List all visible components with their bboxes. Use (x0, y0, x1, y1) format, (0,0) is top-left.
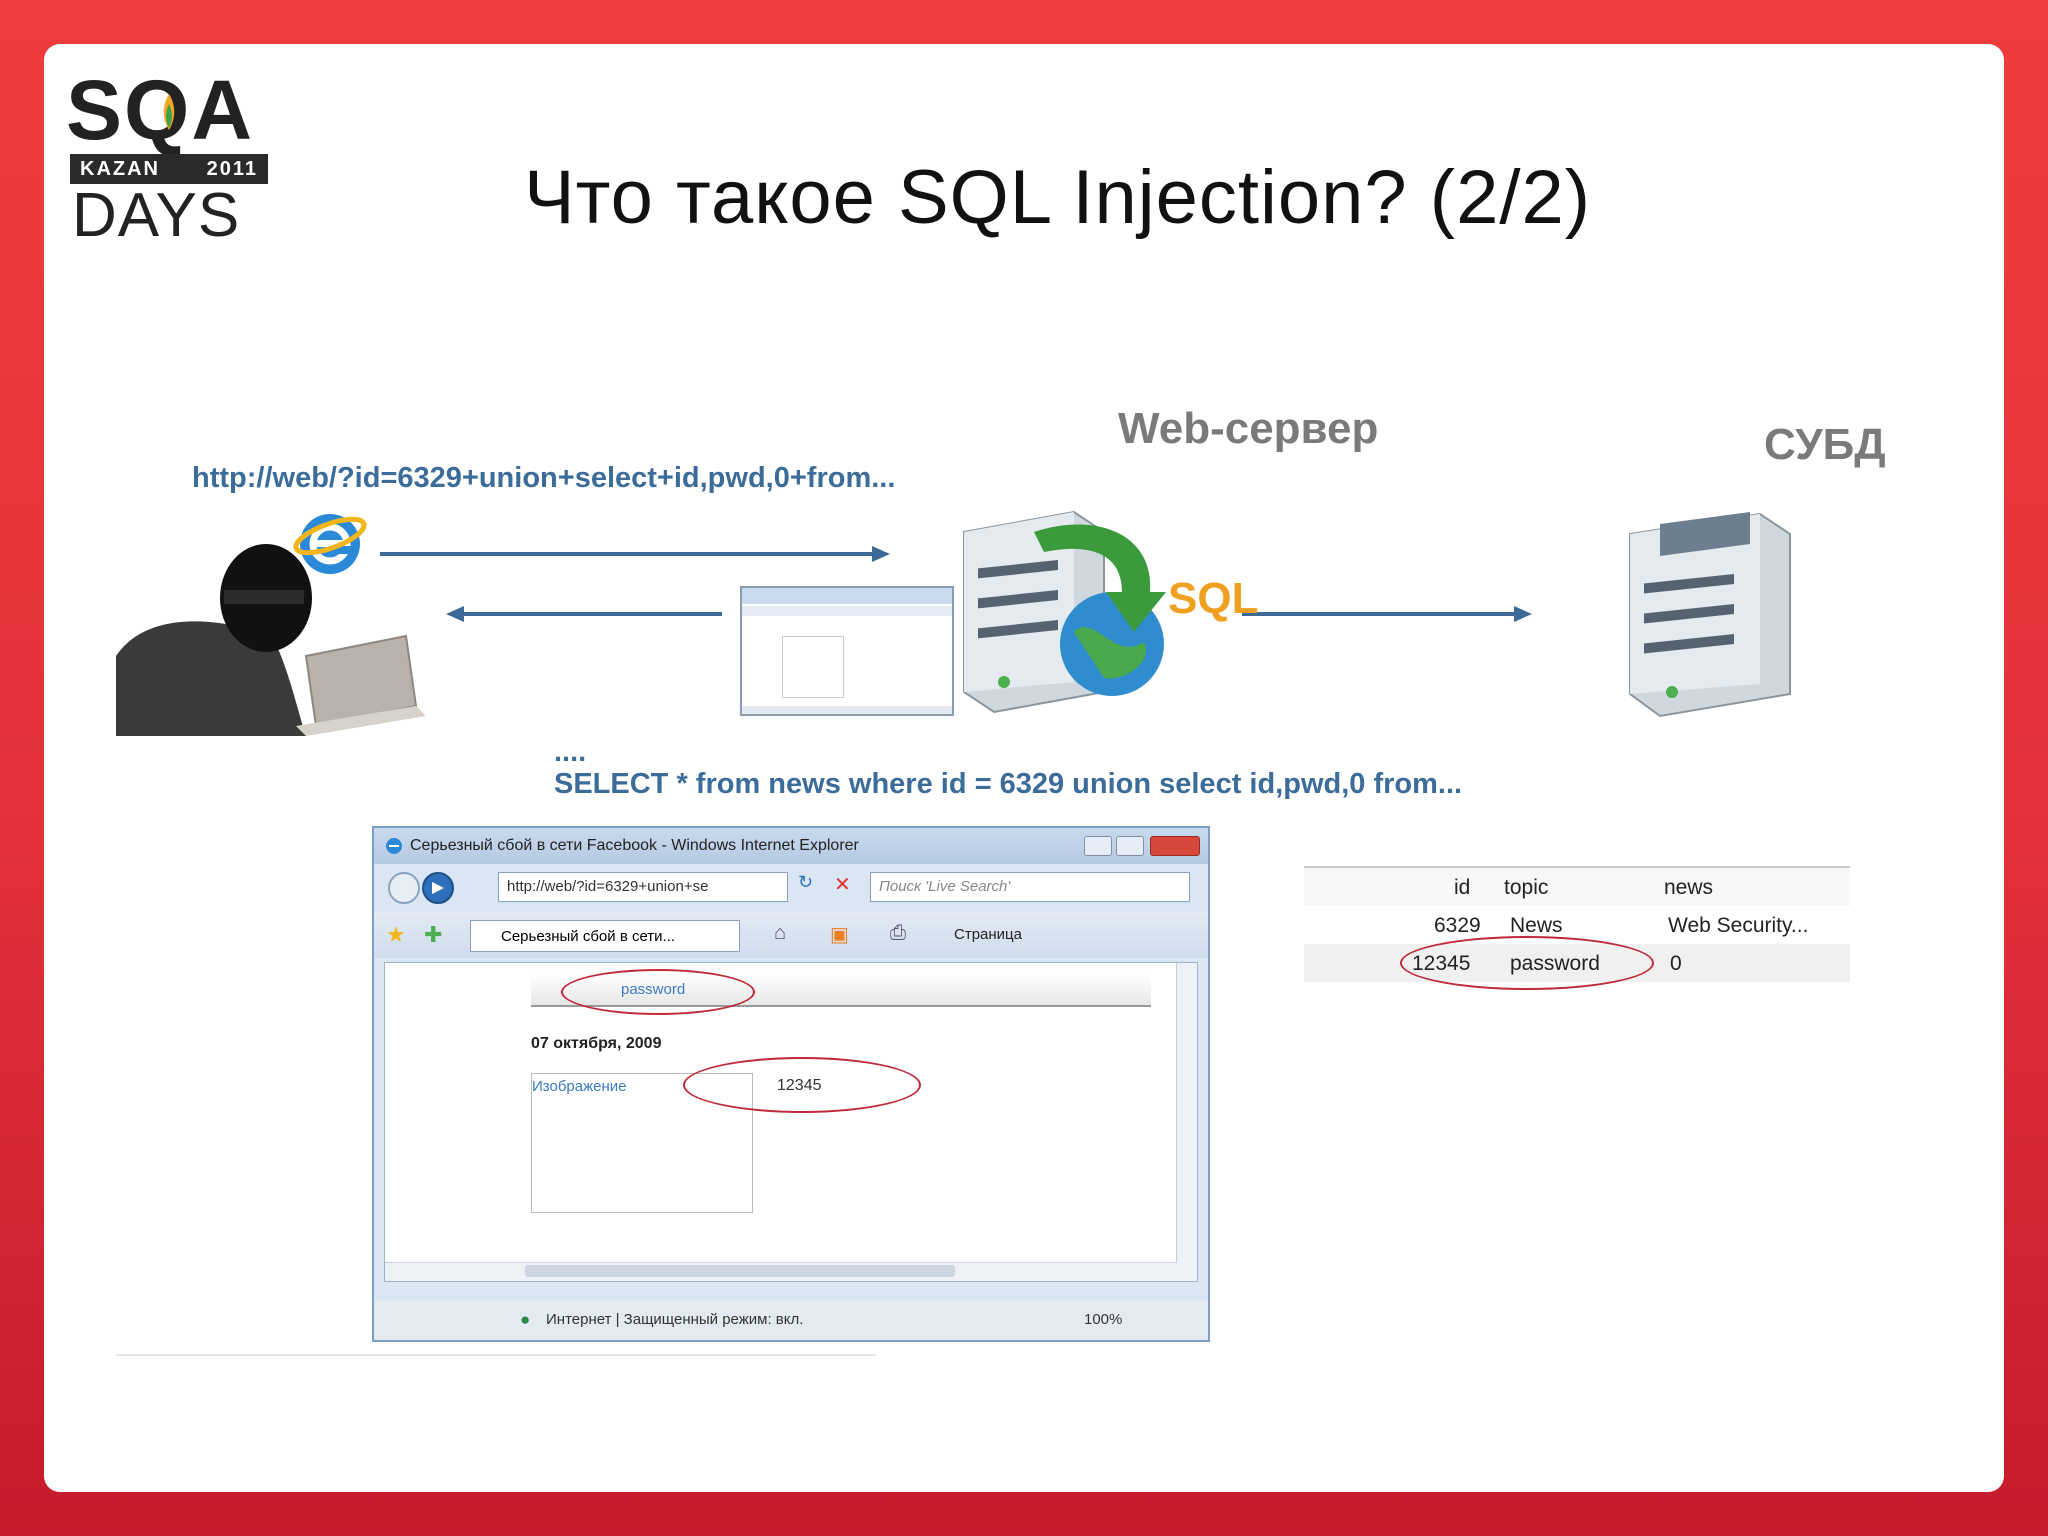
browser-titlebar: Серьезный сбой в сети Facebook - Windows… (374, 828, 1208, 864)
cell-news: 0 (1670, 952, 1682, 975)
sql-query-text: SELECT * from news where id = 6329 union… (554, 768, 1463, 800)
browser-title: Серьезный сбой в сети Facebook - Windows… (410, 837, 859, 854)
header-topic: topic (1504, 876, 1549, 899)
cell-news: Web Security... (1668, 914, 1809, 937)
sql-label: SQL (1168, 574, 1259, 623)
logo-days-text: DAYS (72, 181, 241, 250)
image-placeholder: Изображение (531, 1073, 753, 1213)
refresh-icon[interactable]: ↻ (798, 872, 814, 892)
highlight-circle-heading (561, 969, 755, 1015)
flow-arrows (380, 546, 1532, 622)
page-date: 07 октября, 2009 (531, 1035, 662, 1052)
logo-city: KAZAN (80, 157, 160, 180)
response-arrow (446, 606, 722, 622)
header-news: news (1664, 876, 1714, 899)
highlight-circle-value (683, 1057, 921, 1113)
cell-topic: News (1510, 914, 1563, 937)
maximize-button[interactable] (1116, 836, 1144, 856)
dbms-server-icon (1629, 512, 1791, 718)
close-button[interactable] (1150, 836, 1200, 856)
response-page-thumbnail (740, 586, 954, 716)
vertical-scrollbar[interactable] (1176, 963, 1197, 1281)
browser-window: Серьезный сбой в сети Facebook - Windows… (372, 826, 1210, 1342)
globe-icon: ● (520, 1310, 531, 1329)
feeds-icon[interactable]: ▣ (830, 924, 849, 946)
table-header-row: id topic news (1304, 866, 1850, 906)
zoom-level[interactable]: 100% (1084, 1311, 1123, 1328)
logo-year: 2011 (206, 157, 258, 180)
web-server-icon (963, 510, 1166, 714)
browser-tab[interactable]: Серьезный сбой в сети... (470, 920, 740, 952)
highlight-circle-row (1400, 936, 1654, 990)
db-result-table: id topic news 6329 News Web Security... … (1304, 866, 1850, 990)
search-input[interactable]: Поиск 'Live Search' (870, 872, 1190, 902)
webserver-label: Web-сервер (1118, 404, 1379, 453)
header-id: id (1454, 876, 1471, 899)
ie-small-icon (386, 838, 402, 854)
page-menu[interactable]: Страница (954, 926, 1022, 943)
sql-arrow (1242, 606, 1532, 622)
dbms-label: СУБД (1764, 420, 1886, 469)
address-bar[interactable]: http://web/?id=6329+union+se (498, 872, 788, 902)
image-label: Изображение (532, 1078, 627, 1095)
favorites-star-icon[interactable]: ★ (386, 922, 406, 947)
tab-row: ★ ✚ Серьезный сбой в сети... ⌂ ▣ ⎙ Стран… (374, 912, 1208, 958)
stop-icon[interactable]: ✕ (834, 874, 851, 896)
divider (116, 1354, 876, 1356)
back-forward-buttons[interactable] (386, 870, 456, 906)
logo-sqa-text: SQA (66, 63, 255, 157)
flame-icon (163, 94, 175, 130)
home-icon[interactable]: ⌂ (774, 922, 787, 944)
status-text: Интернет | Защищенный режим: вкл. (546, 1311, 804, 1328)
request-url: http://web/?id=6329+union+select+id,pwd,… (192, 462, 896, 494)
cell-id: 6329 (1434, 914, 1481, 937)
horizontal-scrollbar[interactable] (385, 1262, 1177, 1281)
minimize-button[interactable] (1084, 836, 1112, 856)
ie-icon (293, 514, 367, 574)
request-arrow (380, 546, 890, 562)
print-icon[interactable]: ⎙ (890, 922, 906, 944)
slide-title: Что такое SQL Injection? (2/2) (524, 155, 1592, 240)
query-dots: .... (554, 736, 587, 768)
status-bar: ● Интернет | Защищенный режим: вкл. 100% (374, 1300, 1208, 1340)
add-favorites-icon[interactable]: ✚ (424, 922, 443, 947)
scroll-thumb[interactable] (525, 1265, 955, 1277)
slide: SQA KAZAN 2011 DAYS Что такое SQL Inject… (44, 44, 2004, 1492)
sqa-days-logo: SQA KAZAN 2011 DAYS (66, 62, 286, 250)
browser-content: password 07 октября, 2009 Изображение 12… (384, 962, 1198, 1282)
logo-band: KAZAN 2011 (70, 154, 268, 184)
